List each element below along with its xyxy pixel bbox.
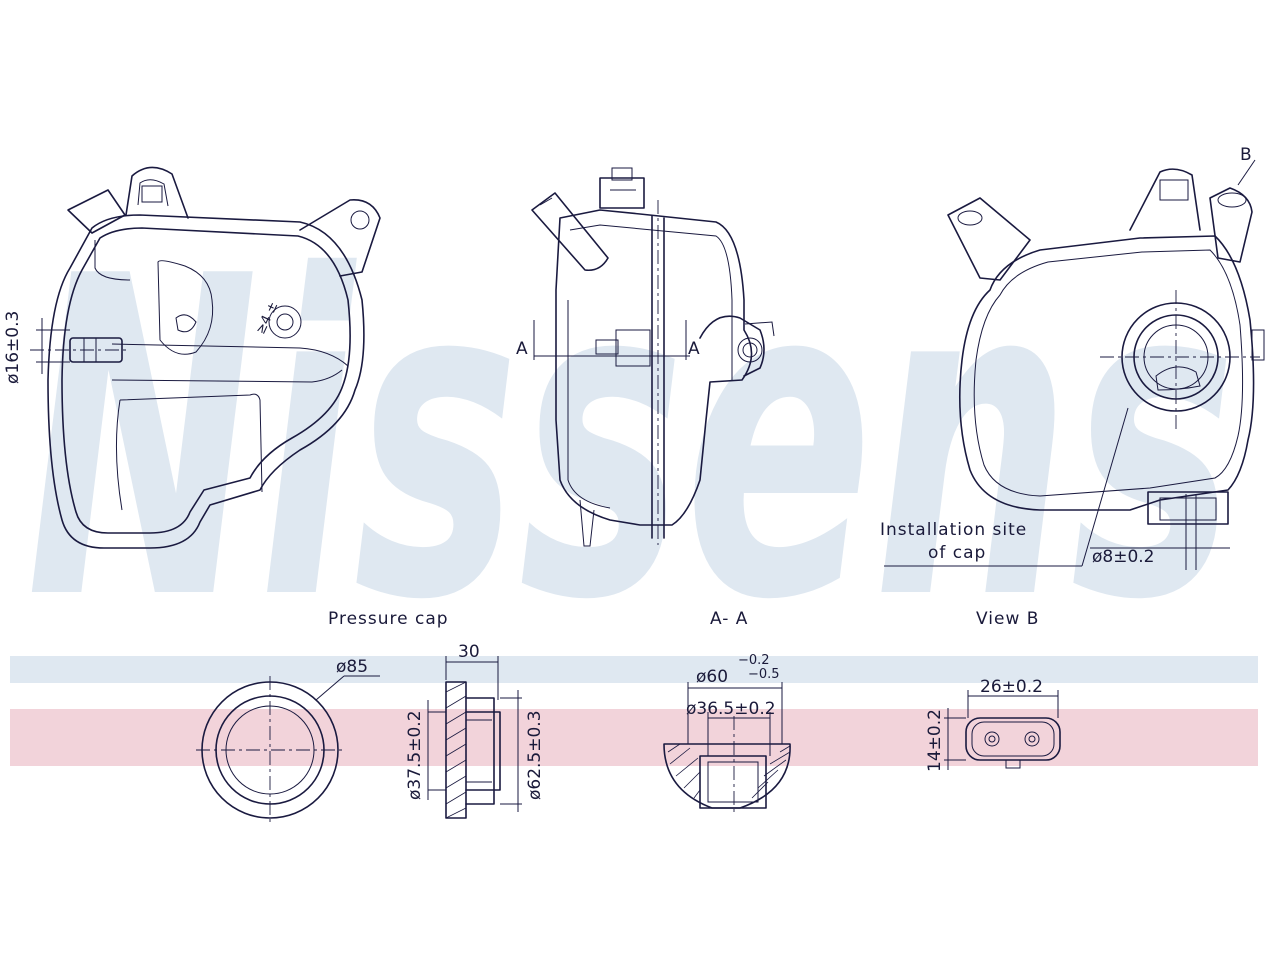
dim-neck-inner-diameter: ø36.5±0.2 <box>686 699 776 719</box>
pressure-cap-top-view: ø85 <box>196 657 380 824</box>
pressure-cap-section: 30 ø37.5±0.2 ø62.5±0.3 <box>405 642 545 819</box>
watermark-layer: Nissens <box>10 184 1258 766</box>
dim-tank-outlet-diameter: ø16±0.3 <box>3 311 23 384</box>
dim-cap-outer-diameter: ø62.5±0.3 <box>525 710 545 800</box>
dim-cap-inner-diameter: ø37.5±0.2 <box>405 710 425 800</box>
dim-connector-height: 14±0.2 <box>925 709 945 772</box>
dim-neck-diameter: ø60 <box>696 667 728 687</box>
section-marker-left: A <box>516 339 529 359</box>
dim-cap-height: 30 <box>458 642 480 662</box>
dim-neck-tol-upper: −0.2 <box>738 653 770 668</box>
brand-band-blue <box>10 656 1258 683</box>
caption-section-aa: A- A <box>710 609 748 629</box>
filler-neck-section: ø60 −0.2 −0.5 ø36.5±0.2 <box>663 653 791 812</box>
installation-site-label: Installation site <box>880 520 1027 540</box>
section-marker-right: A <box>688 339 701 359</box>
brand-band-pink <box>10 709 1258 766</box>
dim-cap-diameter: ø85 <box>336 657 368 677</box>
view-b-marker: B <box>1240 145 1253 165</box>
tank-rear-view: B ø8±0.2 Installation site of cap <box>880 145 1265 570</box>
tank-side-view: A A <box>516 167 775 547</box>
dim-connector-width: 26±0.2 <box>980 677 1043 697</box>
caption-pressure-cap: Pressure cap <box>328 609 449 629</box>
dim-neck-tol-lower: −0.5 <box>748 667 780 682</box>
level-sensor-connector: 26±0.2 14±0.2 <box>925 677 1061 772</box>
nissens-watermark: Nissens <box>26 184 1236 696</box>
installation-site-label-2: of cap <box>928 543 986 563</box>
dim-view-b-pin-diameter: ø8±0.2 <box>1092 547 1155 567</box>
caption-view-b: View B <box>976 609 1039 629</box>
tank-front-view: ≥4 ± ø16±0.3 <box>3 166 381 549</box>
